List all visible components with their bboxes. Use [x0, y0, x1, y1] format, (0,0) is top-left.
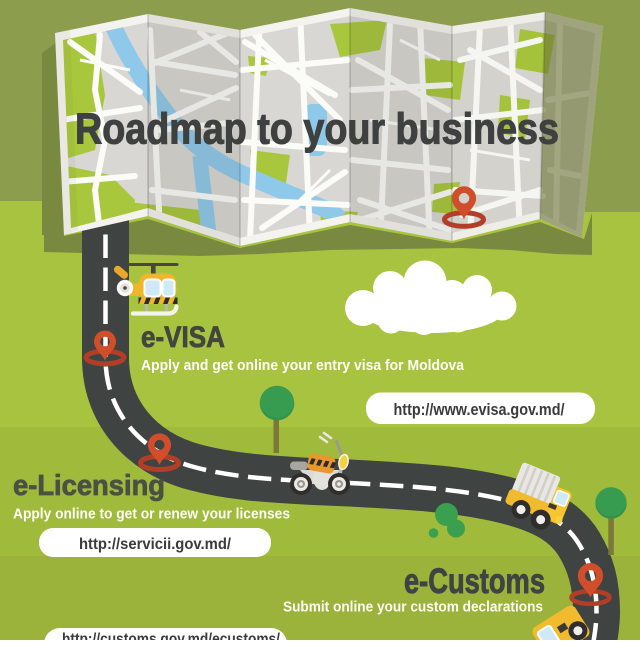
svg-text:http://servicii.gov.md/: http://servicii.gov.md/	[79, 536, 232, 553]
svg-text:e-Licensing: e-Licensing	[13, 470, 165, 502]
svg-text:http://www.evisa.gov.md/: http://www.evisa.gov.md/	[394, 401, 565, 419]
svg-text:Apply and get online your entr: Apply and get online your entry visa for…	[141, 357, 465, 374]
svg-text:Submit online your custom decl: Submit online your custom declarations	[283, 599, 543, 616]
svg-text:e-Customs: e-Customs	[404, 561, 545, 601]
svg-text:Apply online to get or renew y: Apply online to get or renew your licens…	[13, 506, 290, 523]
svg-text:Roadmap to your business: Roadmap to your business	[75, 105, 559, 154]
svg-text:e-VISA: e-VISA	[141, 321, 225, 354]
svg-text:http://customs.gov.md/ecustoms: http://customs.gov.md/ecustoms/	[62, 631, 280, 640]
